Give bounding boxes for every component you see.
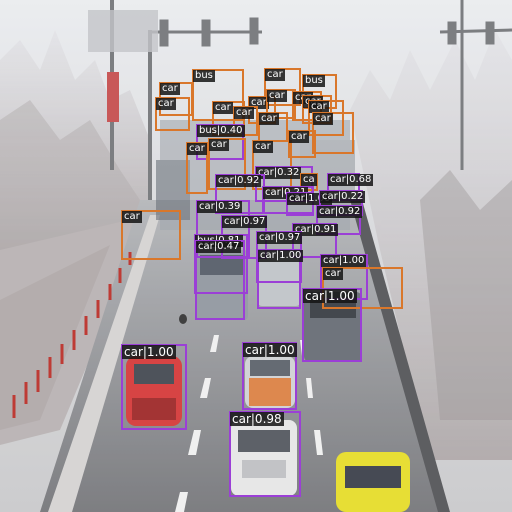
detection-label: car xyxy=(259,113,279,125)
detection-label: car|0.97 xyxy=(222,216,268,228)
detection-label: car|0.92 xyxy=(216,175,262,187)
detection-label: car|0.91 xyxy=(293,224,339,236)
traffic-gantry xyxy=(110,0,512,200)
gt-box: car xyxy=(186,142,208,194)
detection-label: car xyxy=(289,131,309,143)
right-trees xyxy=(350,30,512,460)
detection-label: car|0.98 xyxy=(230,412,284,426)
detection-label: car|0.39 xyxy=(197,201,243,213)
detection-label: car xyxy=(213,102,233,114)
gt-box: car xyxy=(155,97,190,131)
detection-label: car|1.00 xyxy=(321,255,367,267)
detection-label: car|0.47 xyxy=(196,241,242,253)
detection-box: car|0.98 xyxy=(229,411,301,497)
detection-label: car|0.97 xyxy=(257,232,303,244)
gt-box: car xyxy=(266,89,296,119)
detection-label: car|1.00 xyxy=(243,343,297,357)
detection-label: car xyxy=(234,107,254,119)
gt-box: car xyxy=(264,68,301,106)
detection-box: car|0.92 xyxy=(316,205,363,235)
detection-label: car|1.00 xyxy=(122,345,176,359)
detection-label: car xyxy=(122,211,142,223)
detection-label: car xyxy=(187,143,207,155)
gt-box: car xyxy=(308,100,344,136)
detection-label: car xyxy=(209,139,229,151)
detection-box: car|1.00 xyxy=(257,249,304,309)
detection-label: car xyxy=(160,83,180,95)
detection-box: car|1.00 xyxy=(302,288,362,362)
detection-label: car xyxy=(323,268,343,280)
gt-box: bus xyxy=(192,69,244,121)
detection-label: car xyxy=(156,98,176,110)
gt-box: car xyxy=(288,130,316,158)
gt-box: car xyxy=(121,210,181,260)
detection-box: car|0.39 xyxy=(196,200,250,258)
detection-label: car xyxy=(265,69,285,81)
gt-box: ca xyxy=(300,173,318,191)
detection-label: car xyxy=(253,141,273,153)
detection-label: car|0.68 xyxy=(328,174,374,186)
gt-box: car xyxy=(208,138,246,190)
detection-label: car|1.00 xyxy=(303,289,357,303)
detection-label: car xyxy=(313,113,333,125)
detection-label: bus|0.40 xyxy=(197,125,245,137)
cars xyxy=(126,250,410,512)
gt-box: car xyxy=(258,112,288,142)
gt-box: car xyxy=(312,112,354,154)
detection-label: car xyxy=(267,90,287,102)
lane-markings xyxy=(175,335,323,512)
detection-label: bus xyxy=(303,75,325,87)
detection-box: car|0.47 xyxy=(195,240,245,320)
detection-label: bus xyxy=(193,70,215,82)
detection-box: car|1.00 xyxy=(242,342,297,410)
detection-label: car|1.00 xyxy=(258,250,304,262)
red-sign xyxy=(107,72,119,122)
railing-posts xyxy=(12,252,132,418)
detection-label: car|0.22 xyxy=(320,191,366,203)
road-sign xyxy=(88,10,158,52)
detection-label: car|0.32 xyxy=(256,167,302,179)
gt-box: car xyxy=(233,106,258,136)
detection-box: car|1.00 xyxy=(121,344,187,430)
detection-label: ca xyxy=(301,174,317,186)
detection-label: car|0.92 xyxy=(317,206,363,218)
detection-label: car xyxy=(309,101,329,113)
left-trees xyxy=(0,30,150,260)
detection-box: car|1.00 xyxy=(286,192,333,216)
